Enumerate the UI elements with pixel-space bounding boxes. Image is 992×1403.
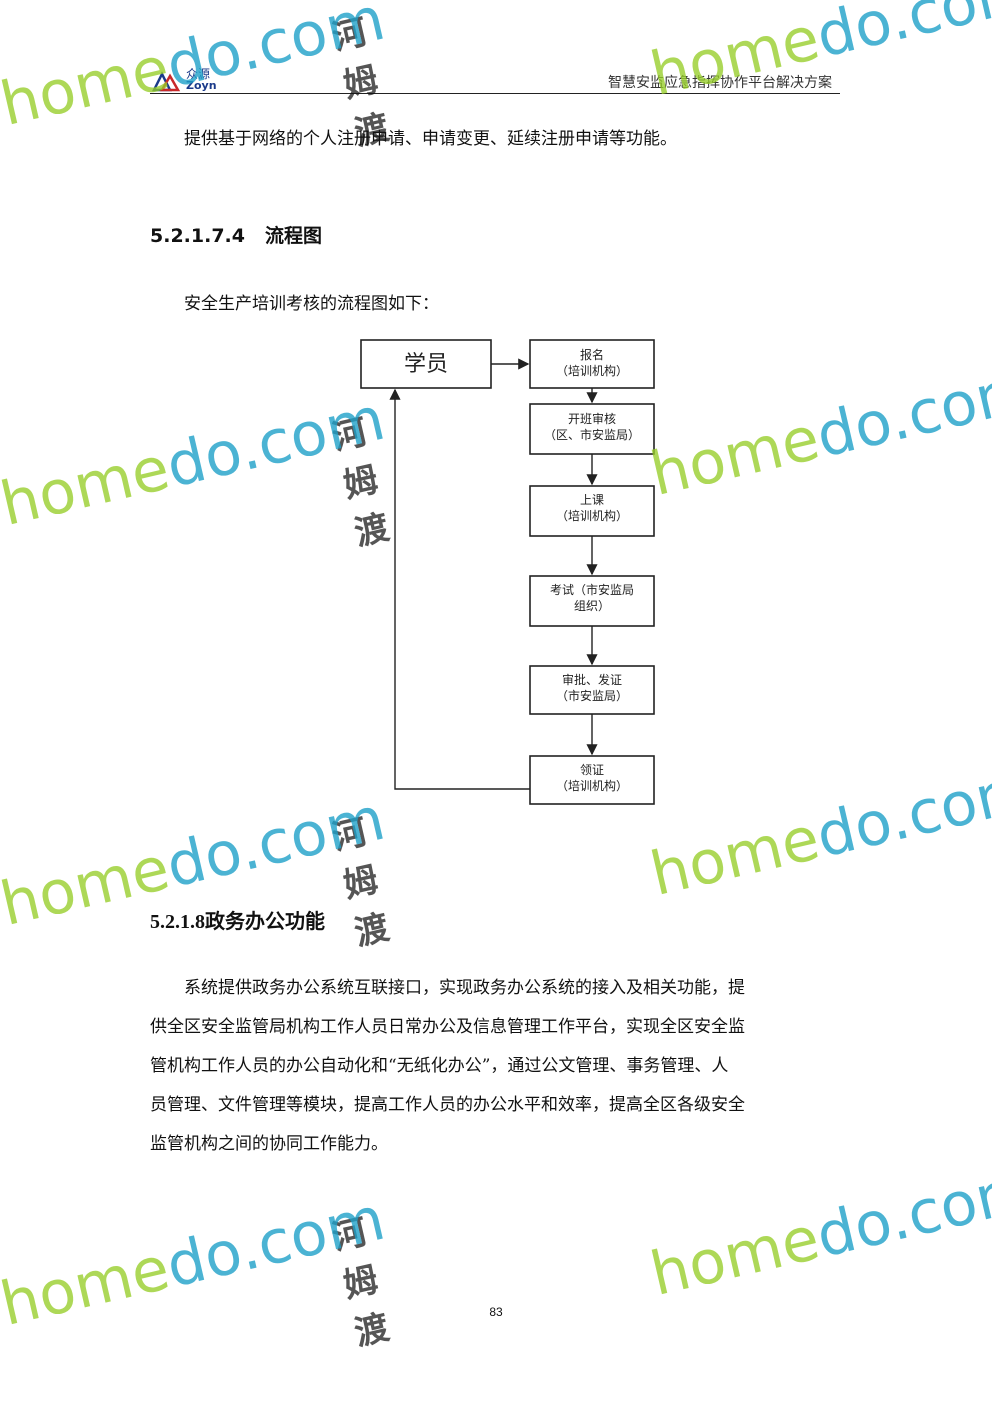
logo-chinese-text: 众源 [186,67,211,81]
svg-text:（培训机构）: （培训机构） [556,778,628,793]
watermark-en-right: homedo.com [644,1153,992,1310]
watermark-cn: 河姆渡 [328,1211,395,1355]
intro-paragraph: 提供基于网络的个人注册申请、申请变更、延续注册申请等功能。 [184,129,677,149]
svg-text:（区、市安监局）: （区、市安监局） [544,427,640,442]
node-step-5: 审批、发证 （市安监局） [529,665,655,715]
watermark-en-right: homedo.com [644,753,992,910]
node-step-6: 领证 （培训机构） [529,755,655,805]
section-number: 5.2.1.7.4 [150,225,245,247]
logo-english-text: Zoyn [186,79,217,92]
office-line-3: 管机构工作人员的办公自动化和“无纸化办公”，通过公文管理、事务管理、人 [150,1056,729,1076]
svg-text:考试（市安监局: 考试（市安监局 [550,582,634,597]
svg-text:（市安监局）: （市安监局） [556,688,628,703]
section-heading-flowchart: 5.2.1.7.4 流程图 [150,221,322,248]
office-line-2: 供全区安全监管局机构工作人员日常办公及信息管理工作平台，实现全区安全监 [150,1017,745,1037]
node-student-label: 学员 [404,352,448,377]
watermark-cn: 河姆渡 [328,811,395,955]
svg-text:领证: 领证 [580,763,604,777]
section-heading-office: 5.2.1.8政务办公功能 [150,911,325,933]
svg-text:组织）: 组织） [574,599,610,613]
watermark-en-right: homedo.com [644,353,992,510]
node-step-3: 上课 （培训机构） [529,485,655,537]
company-logo: 众源 Zoyn [150,66,260,94]
section-title: 流程图 [264,225,322,247]
svg-text:审批、发证: 审批、发证 [562,672,622,687]
flowchart-intro: 安全生产培训考核的流程图如下： [184,294,439,314]
svg-text:开班审核: 开班审核 [568,411,616,426]
watermark-en-left: homedo.com [0,383,392,540]
svg-text:（培训机构）: （培训机构） [556,508,628,523]
node-student [360,339,492,389]
header-divider [150,93,840,94]
node-step-4: 考试（市安监局 组织） [529,575,655,627]
office-line-5: 监管机构之间的协同工作能力。 [150,1134,388,1154]
logo-triangle-icon [151,71,181,92]
node-step-2: 开班审核 （区、市安监局） [529,403,655,455]
office-line-4: 员管理、文件管理等模块，提高工作人员的办公水平和效率，提高全区各级安全 [150,1095,745,1115]
svg-text:（培训机构）: （培训机构） [556,363,628,378]
svg-text:上课: 上课 [580,493,604,507]
office-line-1: 系统提供政务办公系统互联接口，实现政务办公系统的接入及相关功能，提 [184,978,745,998]
arrow-return-to-student [389,388,530,790]
training-flowchart: 学员 报名 （培训机构） 开班审核 （区、市安监局） 上课 （培训机构） 考试（… [360,339,655,805]
document-header-title: 智慧安监应急指挥协作平台解决方案 [608,75,832,91]
svg-text:报名: 报名 [580,347,604,362]
node-step-1: 报名 （培训机构） [529,339,655,389]
page-number: 83 [489,1305,503,1319]
